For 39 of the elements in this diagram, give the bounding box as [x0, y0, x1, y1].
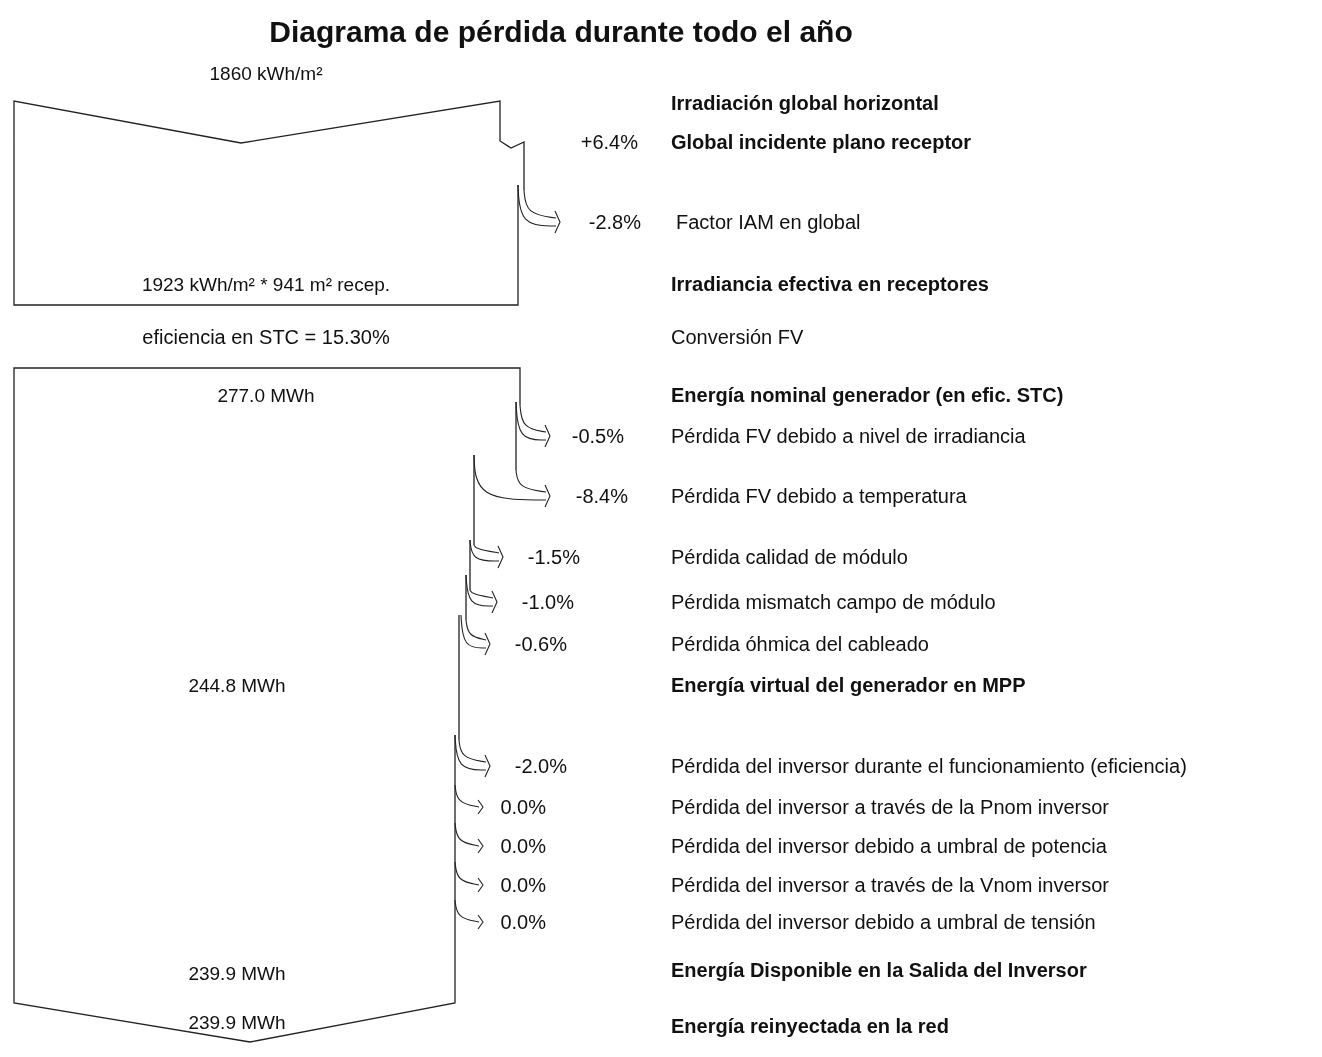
stage-label: Energía reinyectada en la red: [671, 1016, 949, 1036]
efficiency-note: eficiencia en STC = 15.30%: [142, 327, 390, 347]
loss-description: Pérdida del inversor a través de la Vnom inversor: [671, 875, 1109, 895]
loss-description: Pérdida mismatch campo de módulo: [671, 592, 996, 612]
loss-description: Pérdida calidad de módulo: [671, 547, 908, 567]
loss-percentage: -1.0%: [521, 592, 574, 612]
loss-percentage: 0.0%: [500, 836, 546, 856]
energy-value: 239.9 MWh: [188, 963, 286, 983]
loss-percentage: 0.0%: [500, 875, 546, 895]
loss-percentage: 0.0%: [500, 912, 546, 932]
loss-percentage: -0.6%: [514, 634, 567, 654]
stage-label: Energía virtual del generador en MPP: [671, 675, 1026, 695]
loss-percentage: +6.4%: [580, 132, 638, 152]
loss-description: Pérdida del inversor a través de la Pnom inversor: [671, 797, 1109, 817]
energy-value: 277.0 MWh: [217, 385, 315, 405]
loss-description: Pérdida FV debido a nivel de irradiancia: [671, 426, 1026, 446]
loss-description: Pérdida del inversor durante el funcionamiento (eficiencia): [671, 756, 1187, 776]
loss-percentage: -0.5%: [571, 426, 624, 446]
energy-value: 244.8 MWh: [188, 675, 286, 695]
loss-description: Pérdida del inversor debido a umbral de potencia: [671, 836, 1107, 856]
stage-label: Irradiancia efectiva en receptores: [671, 274, 989, 294]
loss-description: Pérdida óhmica del cableado: [671, 634, 929, 654]
energy-value: 239.9 MWh: [188, 1012, 286, 1032]
stage-label: Energía Disponible en la Salida del Inversor: [671, 960, 1087, 980]
loss-description: Pérdida FV debido a temperatura: [671, 486, 967, 506]
loss-percentage: -1.5%: [527, 547, 580, 567]
loss-description: Conversión FV: [671, 327, 804, 347]
stage-label: Global incidente plano receptor: [671, 132, 972, 152]
stage-label: Irradiación global horizontal: [671, 93, 939, 113]
loss-percentage: -2.0%: [514, 756, 567, 776]
loss-description: Pérdida del inversor debido a umbral de tensión: [671, 912, 1096, 932]
diagram-title: Diagrama de pérdida durante todo el año: [268, 15, 854, 49]
loss-description: Factor IAM en global: [676, 212, 861, 232]
stage-label: Energía nominal generador (en efic. STC): [671, 385, 1064, 405]
energy-value: 1923 kWh/m² * 941 m² recep.: [141, 274, 391, 294]
loss-percentage: -2.8%: [588, 212, 641, 232]
loss-percentage: 0.0%: [500, 797, 546, 817]
loss-percentage: -8.4%: [575, 486, 628, 506]
energy-value: 1860 kWh/m²: [209, 63, 323, 83]
